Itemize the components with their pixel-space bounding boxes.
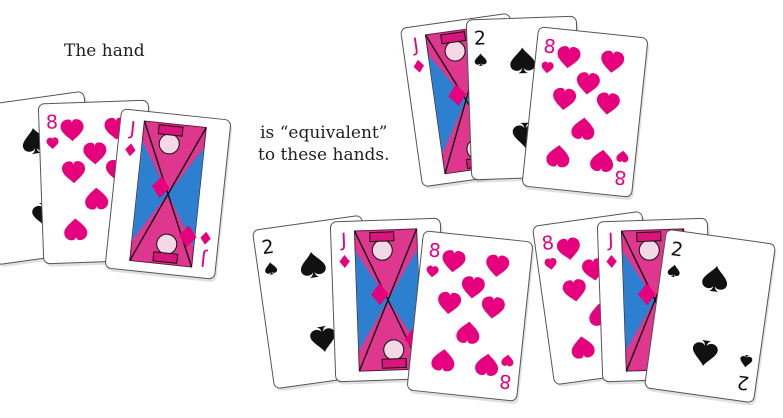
- original-hand: 2288JJ: [0, 91, 233, 283]
- card-rank-label: 8: [542, 35, 556, 58]
- equivalent-hand-1: JJ2288: [400, 13, 650, 201]
- card-rank-label: J: [607, 229, 614, 251]
- card-eight-of-hearts: 88: [407, 231, 535, 405]
- card-rank-label: 8: [45, 111, 58, 133]
- card-jack-of-diamonds: JJ: [105, 109, 233, 283]
- equivalent-hand-3: 88JJ22: [532, 211, 777, 406]
- equivalent-hand-2: 22JJ88: [252, 215, 535, 405]
- card-rank-label: 2: [473, 27, 486, 49]
- card-face: [407, 231, 533, 402]
- card-eight-of-hearts: 88: [522, 27, 650, 201]
- card-rank-label: J: [340, 229, 347, 251]
- card-rank-label: 8: [613, 165, 627, 188]
- card-face: [522, 27, 648, 198]
- card-rank-label: 8: [427, 239, 441, 262]
- card-rank-label: 8: [498, 369, 512, 392]
- card-face: [644, 229, 775, 403]
- card-two-of-spades: 22: [644, 229, 778, 406]
